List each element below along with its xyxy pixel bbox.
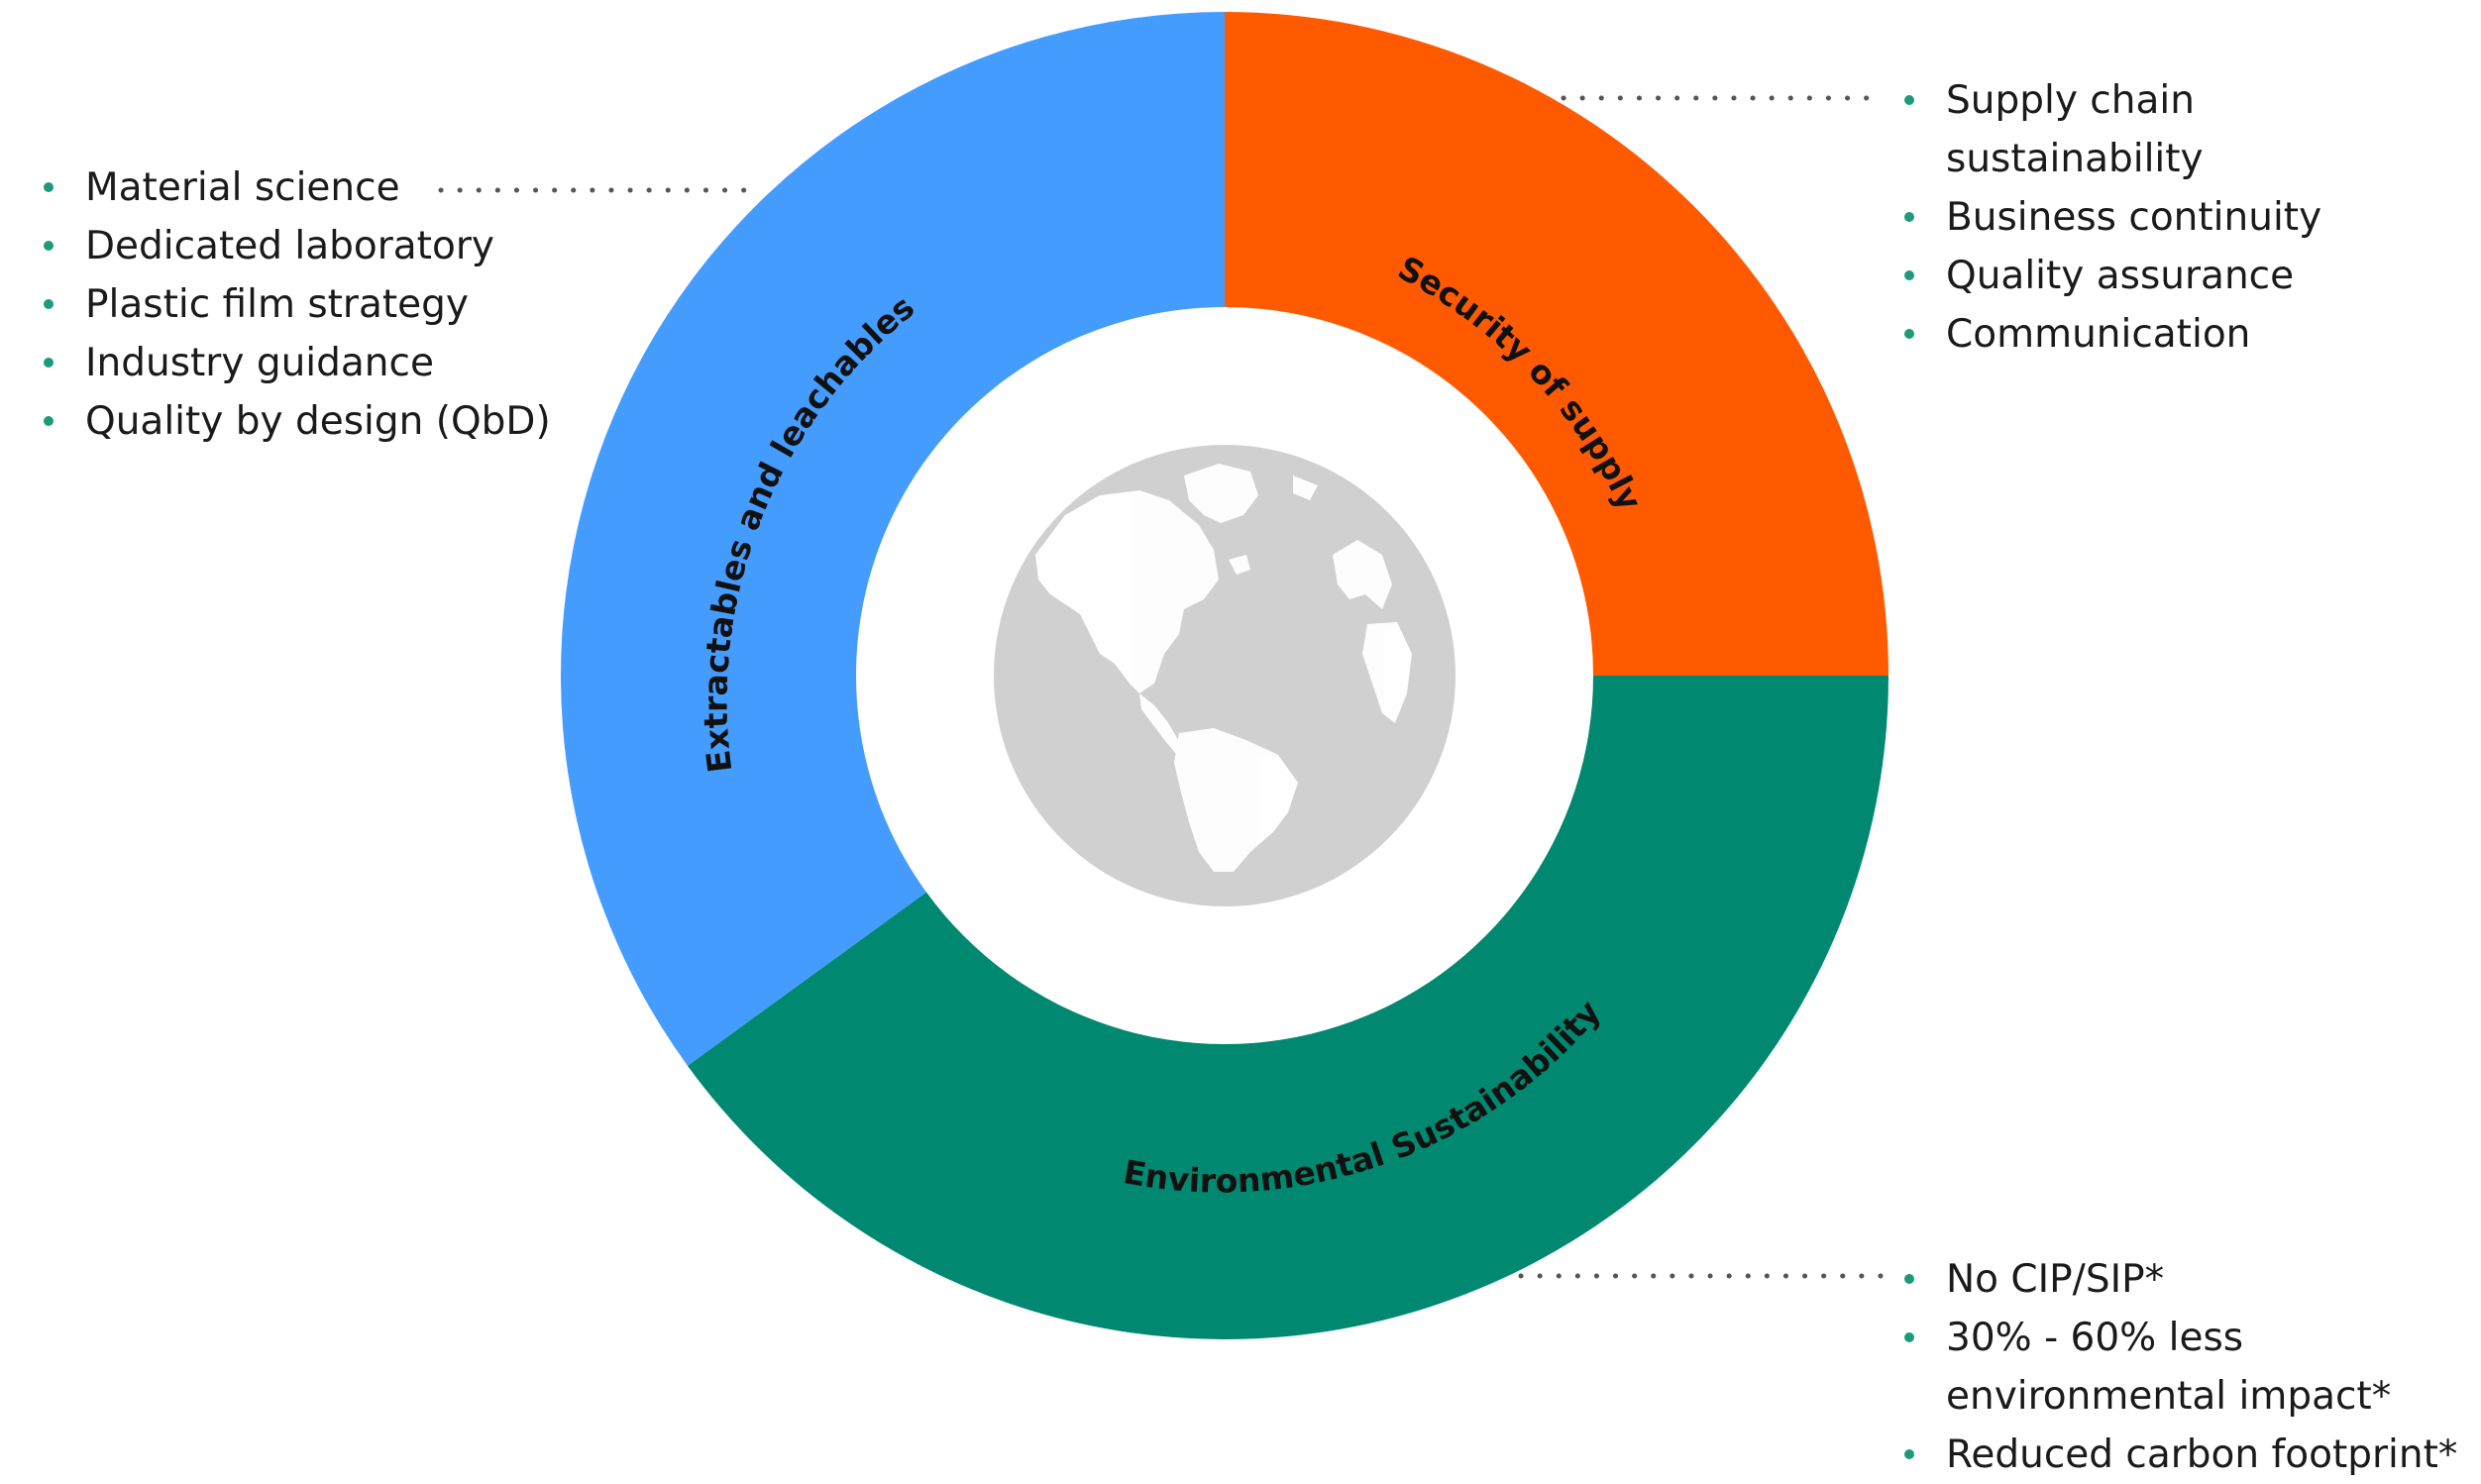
list-item: Business continuity (1898, 188, 2321, 247)
bullet-dot-icon (44, 358, 54, 368)
bullet-dot-icon (1904, 270, 1914, 280)
bullet-dot-icon (1904, 95, 1914, 105)
list-item: No CIP/SIP* (1898, 1250, 2457, 1309)
bullet-dot-icon (1904, 1449, 1914, 1459)
list-item: Dedicated laboratory (38, 217, 551, 275)
list-item: 30% - 60% less environmental impact* (1898, 1309, 2441, 1426)
bullet-dot-icon (1904, 329, 1914, 339)
bullet-dot-icon (1904, 1274, 1914, 1284)
list-item: Reduced carbon footprint* (1898, 1426, 2457, 1484)
bullet-dot-icon (44, 182, 54, 192)
segment-security-of-supply (1225, 12, 1888, 676)
list-item: Industry guidance (38, 334, 551, 392)
globe-icon (994, 445, 1456, 906)
list-item: Supply chain sustainability (1898, 71, 2243, 188)
segment-environmental-sustainability (687, 676, 1888, 1340)
bullet-dot-icon (44, 299, 54, 309)
list-item: Material science (38, 159, 551, 217)
list-item: Quality assurance (1898, 247, 2321, 305)
list-item: Plastic film strategy (38, 275, 551, 334)
list-item: Communication (1898, 305, 2321, 364)
bullet-dot-icon (44, 241, 54, 251)
list-item: Quality by design (QbD) (38, 392, 551, 451)
environment-bullet-list: No CIP/SIP* 30% - 60% less environmental… (1898, 1250, 2457, 1484)
bullet-dot-icon (44, 416, 54, 426)
segment-extractables-and-leachables (560, 12, 1225, 1066)
extractables-bullet-list: Material science Dedicated laboratory Pl… (38, 159, 551, 451)
bullet-dot-icon (1904, 212, 1914, 222)
security-bullet-list: Supply chain sustainability Business con… (1898, 71, 2321, 364)
bullet-dot-icon (1904, 1332, 1914, 1342)
